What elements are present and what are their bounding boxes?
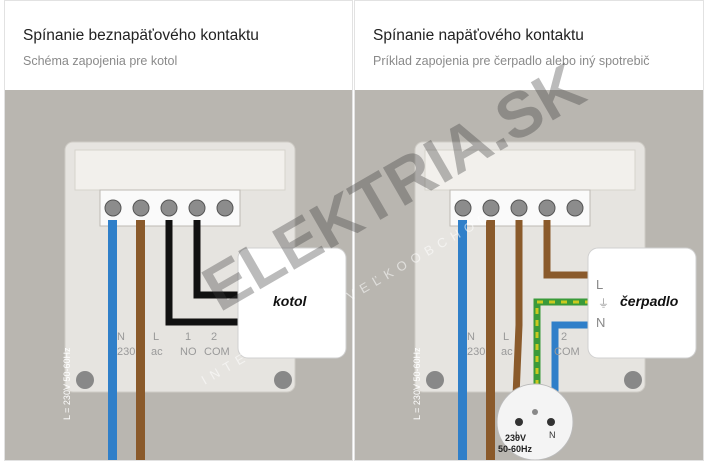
- right-terminal-l-label: L: [503, 331, 510, 343]
- right-wire-voltage-label: L = 230V 50-60Hz: [412, 347, 422, 420]
- terminal-230-label: 230: [117, 346, 136, 358]
- left-panel: Spínanie beznapäťového kontaktu Schéma z…: [4, 0, 353, 461]
- pump-pin-l-label: L: [596, 277, 604, 292]
- socket-frequency-label: 50-60Hz: [498, 444, 533, 454]
- socket-n-label: N: [549, 430, 556, 440]
- socket-l-label: L: [515, 430, 521, 440]
- left-title: Spínanie beznapäťového kontaktu: [23, 27, 259, 44]
- right-terminal-ac-label: ac: [501, 346, 513, 358]
- terminal-l-label: L: [153, 331, 160, 343]
- right-panel: Spínanie napäťového kontaktu Príklad zap…: [354, 0, 704, 461]
- left-subtitle: Schéma zapojenia pre kotol: [23, 54, 178, 68]
- left-wiring-diagram: [5, 90, 352, 460]
- kotol-label: kotol: [273, 293, 307, 309]
- right-title: Spínanie napäťového kontaktu: [373, 27, 584, 44]
- pump-pin-n-label: N: [596, 315, 606, 330]
- left-wiring-photo: kotol N 230 L ac 1 NO 2 COM L = 230V 50-…: [5, 90, 352, 460]
- terminal-1-label: 1: [185, 331, 192, 343]
- terminal-no-label: NO: [180, 346, 197, 358]
- terminal-2-label: 2: [211, 331, 218, 343]
- right-terminal-com-label: COM: [554, 346, 580, 358]
- terminal-com-label: COM: [204, 346, 230, 358]
- socket-voltage-label: 230V: [505, 433, 527, 443]
- right-terminal-n-label: N: [467, 331, 475, 343]
- right-terminal-230-label: 230: [467, 346, 486, 358]
- right-wiring-photo: L N ⏚ čerpadlo N 230 L ac 2 COM L N 230V…: [355, 90, 703, 460]
- terminal-n-label: N: [117, 331, 125, 343]
- left-wire-voltage-label: L = 230V 50-60Hz: [62, 347, 72, 420]
- right-wiring-diagram: [355, 90, 703, 460]
- right-terminal-2-label: 2: [561, 331, 568, 343]
- cerpadlo-label: čerpadlo: [620, 293, 679, 309]
- ground-icon: ⏚: [598, 298, 609, 310]
- terminal-ac-label: ac: [151, 346, 163, 358]
- right-subtitle: Príklad zapojenia pre čerpadlo alebo iný…: [373, 54, 650, 68]
